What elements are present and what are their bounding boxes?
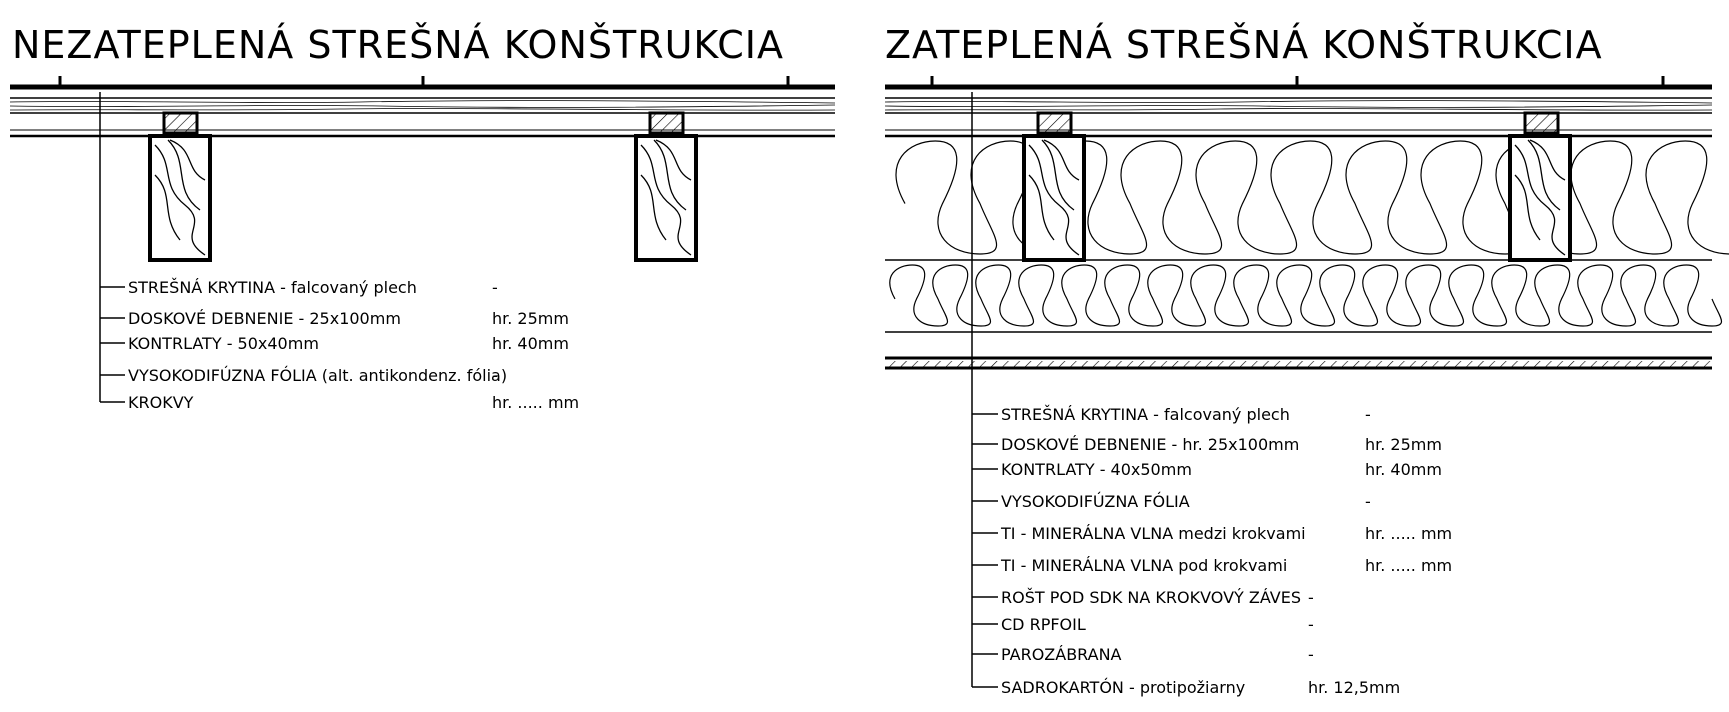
layer-value: -: [1365, 492, 1371, 511]
membrane: [10, 129, 835, 138]
layer-value: hr. 40mm: [1365, 460, 1442, 479]
layer-value: hr. ..... mm: [1365, 524, 1452, 543]
roof-sheet: [10, 76, 835, 90]
rafter: [1508, 134, 1572, 262]
layer-value: -: [1308, 615, 1314, 634]
counter-batten: [648, 111, 685, 135]
counter-batten: [1523, 111, 1560, 135]
layer-value: hr. ..... mm: [492, 393, 579, 412]
counter-batten: [162, 111, 199, 135]
ceiling-layers: [885, 356, 1712, 370]
layer-name: DOSKOVÉ DEBNENIE - hr. 25x100mm: [1001, 435, 1299, 454]
layer-name: STREŠNÁ KRYTINA - falcovaný plech: [128, 278, 417, 297]
roof-sheet: [885, 76, 1712, 90]
panel-title: NEZATEPLENÁ STREŠNÁ KONŠTRUKCIA: [12, 23, 784, 67]
layer-value: -: [492, 278, 498, 297]
layer-value: hr. ..... mm: [1365, 556, 1452, 575]
rafter: [634, 134, 698, 262]
layer-name: STREŠNÁ KRYTINA - falcovaný plech: [1001, 405, 1290, 424]
layer-name: ROŠT POD SDK NA KROKVOVÝ ZÁVES: [1001, 588, 1301, 607]
panel-title: ZATEPLENÁ STREŠNÁ KONŠTRUKCIA: [885, 23, 1603, 67]
layer-name: KONTRLATY - 40x50mm: [1001, 460, 1192, 479]
layer-name: DOSKOVÉ DEBNENIE - 25x100mm: [128, 309, 401, 328]
counter-batten: [1036, 111, 1073, 135]
layer-name: VYSOKODIFÚZNA FÓLIA: [1001, 492, 1190, 511]
insulation-between-rafters: [895, 140, 1729, 255]
layer-name: TI - MINERÁLNA VLNA medzi krokvami: [1000, 524, 1306, 543]
layer-value: -: [1308, 645, 1314, 664]
layer-name: VYSOKODIFÚZNA FÓLIA (alt. antikondenz. f…: [128, 366, 507, 385]
layer-value: hr. 25mm: [492, 309, 569, 328]
layer-name: CD RPFOIL: [1001, 615, 1086, 634]
layer-name: PAROZÁBRANA: [1001, 645, 1122, 664]
layer-value: -: [1365, 405, 1371, 424]
boarding: [884, 97, 1713, 114]
membrane: [885, 129, 1712, 138]
layer-value: hr. 25mm: [1365, 435, 1442, 454]
layer-value: hr. 12,5mm: [1308, 678, 1400, 697]
rafter: [148, 134, 212, 262]
layer-name: TI - MINERÁLNA VLNA pod krokvami: [1000, 556, 1287, 575]
rafter: [1022, 134, 1086, 262]
insulation-under-rafters: [889, 264, 1723, 327]
boarding: [9, 97, 836, 114]
layer-value: -: [1308, 588, 1314, 607]
leader-line: [971, 92, 998, 688]
panel-insulated: ZATEPLENÁ STREŠNÁ KONŠTRUKCIA: [884, 23, 1729, 697]
layer-name: SADROKARTÓN - protipožiarny: [1001, 678, 1245, 697]
panel-uninsulated: NEZATEPLENÁ STREŠNÁ KONŠTRUKCIA: [9, 23, 836, 412]
layer-name: KONTRLATY - 50x40mm: [128, 334, 319, 353]
layer-value: -: [492, 366, 498, 385]
leader-line: [99, 92, 125, 403]
layer-list: STREŠNÁ KRYTINA - falcovaný plech - DOSK…: [1000, 405, 1452, 697]
layer-name: KROKVY: [128, 393, 194, 412]
layer-list: STREŠNÁ KRYTINA - falcovaný plech - DOSK…: [128, 278, 579, 412]
layer-value: hr. 40mm: [492, 334, 569, 353]
